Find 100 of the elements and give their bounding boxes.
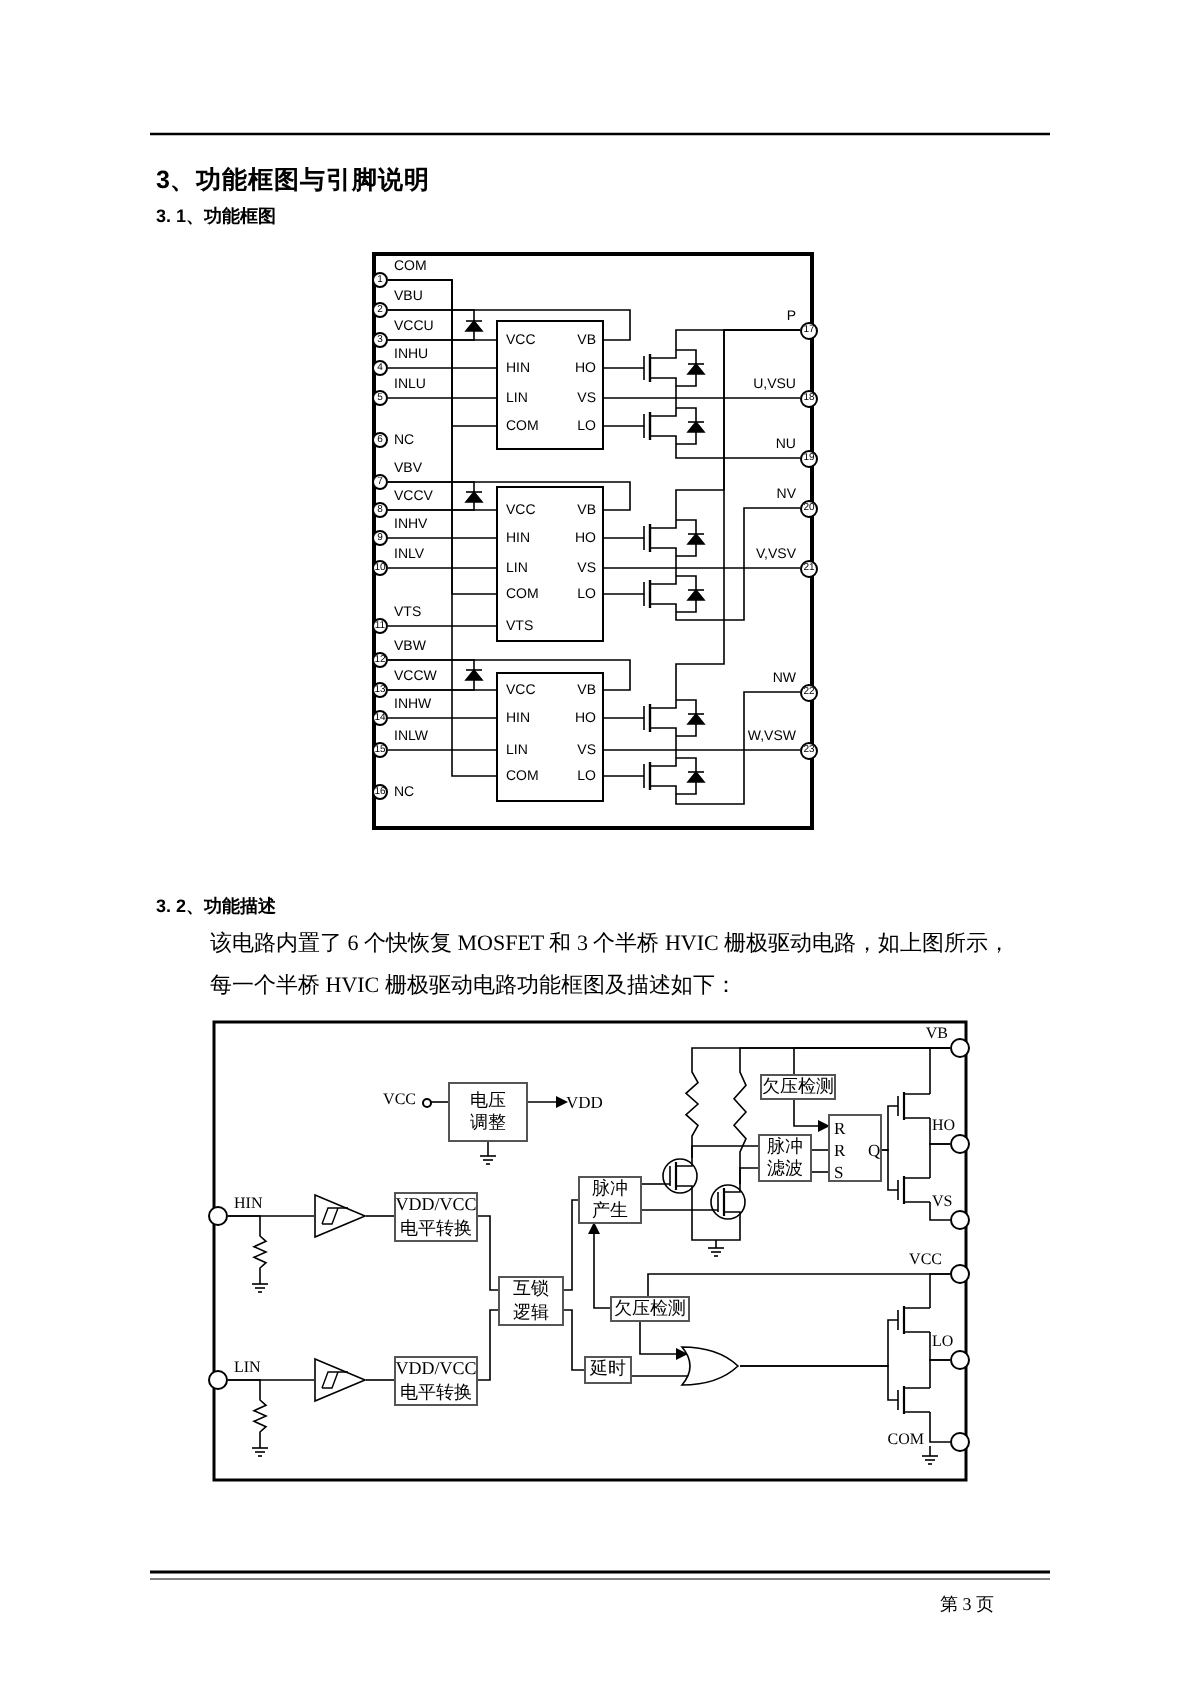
wire [387, 681, 475, 691]
transistor-symbol [894, 1304, 930, 1336]
terminal-circle [421, 1097, 431, 1107]
wire [631, 1375, 689, 1377]
wire [387, 567, 497, 569]
wire [387, 625, 497, 627]
function-box: 电压调整 [448, 1082, 528, 1142]
wire [387, 749, 497, 751]
wire [603, 775, 641, 777]
wire [691, 1145, 759, 1159]
resistor-symbol [252, 1232, 268, 1272]
resistor-symbol [732, 1068, 748, 1156]
wire [675, 387, 677, 407]
wire [739, 1365, 895, 1401]
wire [430, 1101, 449, 1103]
comparator-symbol [314, 1194, 366, 1238]
wire [563, 1199, 579, 1291]
resistor-symbol [252, 1396, 268, 1436]
paragraph: 该电路内置了 6 个快恢复 MOSFET 和 3 个半桥 HVIC 栅极驱动电路，如上图所示，每一个半桥 HVIC 栅极驱动电路功能框图及描述如下： [210, 929, 1013, 1002]
function-box: 互锁逻辑 [498, 1276, 564, 1326]
wire [881, 1105, 895, 1151]
transistor-symbol [894, 1384, 930, 1416]
pin-name: R [834, 1142, 846, 1159]
wire [563, 1309, 585, 1371]
diode-symbol [466, 488, 482, 504]
pin-label: HO [932, 1118, 956, 1134]
wire [675, 507, 801, 621]
pin-label: VS [932, 1194, 953, 1210]
wire [675, 329, 801, 699]
function-box: VDD/VCC电平转换 [394, 1356, 478, 1406]
pin-label: COM [887, 1432, 924, 1448]
wire [603, 397, 801, 399]
wire [881, 1149, 895, 1191]
wire [603, 593, 641, 595]
transistor-symbol [662, 1158, 698, 1194]
wire [811, 1171, 829, 1173]
terminal-circle [950, 1264, 970, 1284]
wire [387, 717, 497, 719]
function-box: VDD/VCC电平转换 [394, 1192, 478, 1242]
transistor-symbol [640, 518, 704, 558]
comparator-symbol [314, 1358, 366, 1402]
transistor-symbol [640, 756, 704, 796]
pin-label: LO [932, 1334, 954, 1350]
wire [387, 309, 475, 317]
wire [603, 749, 801, 751]
wire [603, 367, 641, 369]
wire [675, 691, 801, 805]
terminal-circle [950, 1432, 970, 1452]
wire [387, 503, 475, 511]
or-gate-symbol [680, 1346, 740, 1386]
transistor-symbol [894, 1174, 930, 1206]
wire [675, 737, 677, 757]
wire [929, 1359, 951, 1389]
subheading: 3. 2、功能描述 [156, 898, 277, 916]
page-number: 第 3 页 [940, 1596, 994, 1614]
transistor-symbol [640, 574, 704, 614]
arrow [588, 1222, 611, 1309]
wire [477, 1309, 499, 1381]
wire [929, 1411, 951, 1443]
terminal-circle [208, 1206, 228, 1226]
wire [387, 537, 497, 539]
transistor-symbol [640, 698, 704, 738]
wire [929, 1201, 951, 1221]
wire [675, 445, 801, 459]
pin-label: VCC [909, 1252, 942, 1268]
terminal-circle [950, 1350, 970, 1370]
heading: 3、功能框图与引脚说明 [156, 168, 430, 193]
wire [641, 1183, 663, 1185]
wire [387, 397, 497, 399]
wire [929, 1273, 951, 1309]
signal-label: VDD [566, 1092, 614, 1112]
wire [691, 1193, 741, 1241]
terminal-circle [950, 1134, 970, 1154]
wire [603, 567, 801, 569]
latch-box [828, 1114, 882, 1182]
wire [929, 1143, 951, 1179]
function-box: 延时 [584, 1356, 632, 1384]
chip-box [496, 320, 604, 450]
chip-box [496, 672, 604, 802]
arrow [793, 1099, 830, 1132]
wire [603, 425, 641, 427]
pin-name: Q [868, 1142, 881, 1159]
function-box: 欠压检测 [610, 1296, 690, 1322]
pin-label: VB [925, 1026, 948, 1042]
function-box: 脉冲产生 [578, 1176, 642, 1224]
wire [387, 481, 475, 489]
function-box: 欠压检测 [760, 1074, 836, 1100]
wire [387, 279, 497, 777]
wire [227, 1379, 261, 1397]
wire [675, 557, 677, 575]
wire [227, 1215, 261, 1233]
pin-label: LIN [234, 1360, 261, 1376]
wire [603, 537, 641, 539]
wire [603, 717, 641, 719]
transistor-symbol [640, 406, 704, 446]
function-box: 脉冲滤波 [758, 1134, 812, 1182]
terminal-circle [950, 1210, 970, 1230]
terminal-circle [950, 1038, 970, 1058]
subheading: 3. 1、功能框图 [156, 208, 277, 226]
pin-label: VCC [383, 1092, 416, 1108]
